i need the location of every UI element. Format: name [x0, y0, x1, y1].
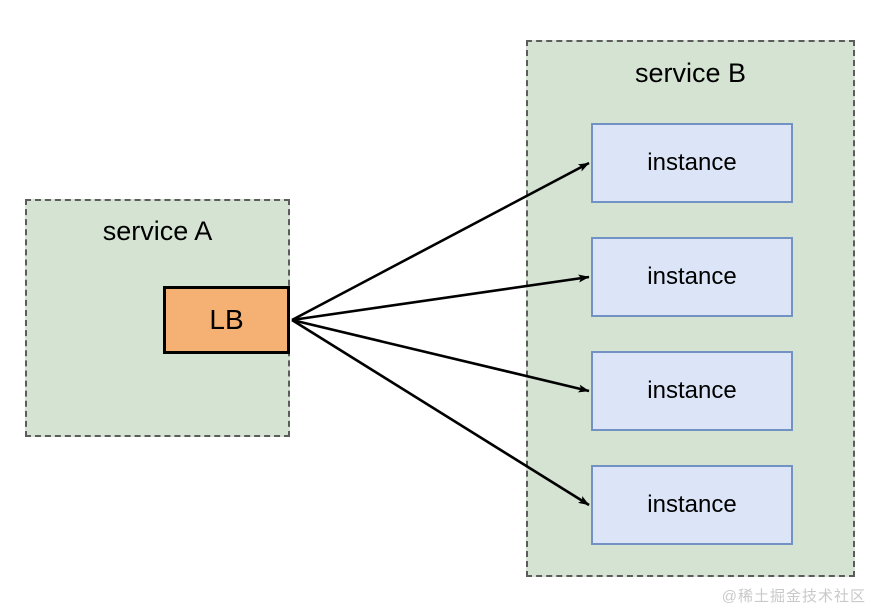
watermark: @稀土掘金技术社区	[721, 588, 866, 605]
service-a-title: service A	[102, 216, 213, 246]
instance-label-4: instance	[647, 491, 737, 518]
instance-node-1[interactable]: instance	[591, 123, 793, 203]
instance-node-3[interactable]: instance	[591, 351, 793, 431]
instance-node-4[interactable]: instance	[591, 465, 793, 545]
instance-node-2[interactable]: instance	[591, 237, 793, 317]
service-b-title: service B	[634, 58, 747, 88]
load-balancer-node[interactable]: LB	[163, 286, 290, 354]
instance-label-1: instance	[647, 149, 737, 176]
load-balancer-label: LB	[209, 304, 244, 335]
instance-label-3: instance	[647, 377, 737, 404]
instance-label-2: instance	[647, 263, 737, 290]
